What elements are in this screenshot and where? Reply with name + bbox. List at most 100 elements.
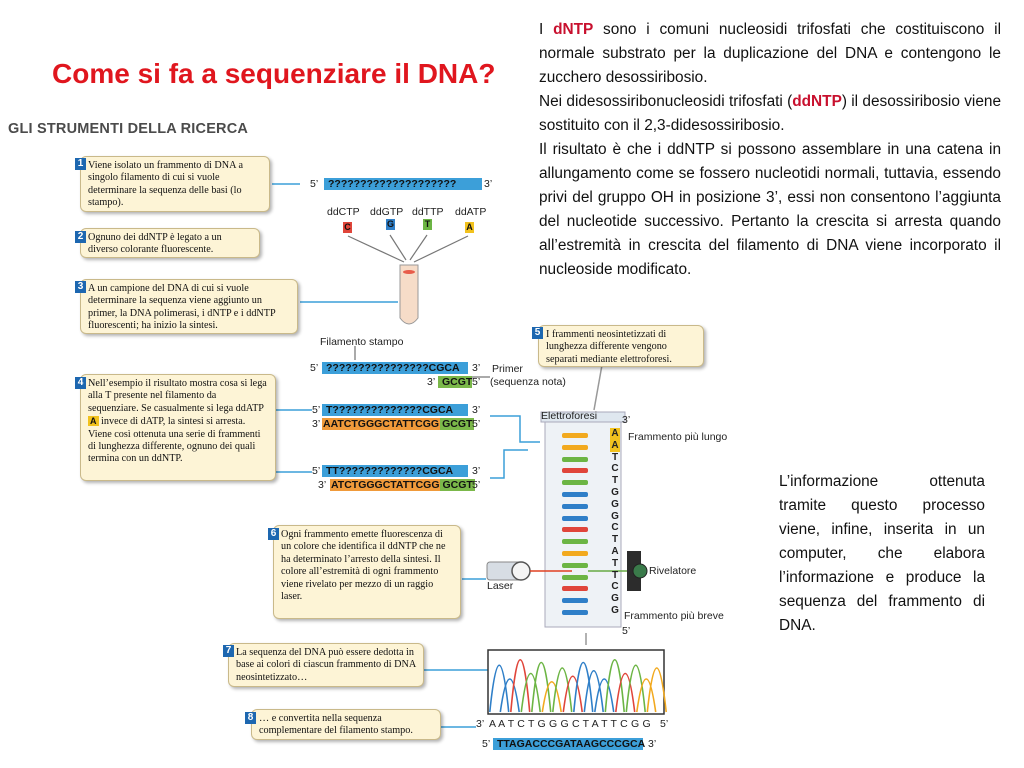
stampo-strand: ????????????????CGCA bbox=[322, 362, 468, 374]
chromatogram-peak bbox=[531, 661, 552, 713]
gel-base-letter: G bbox=[611, 604, 619, 616]
paragraph-dntp: I dNTP sono i comuni nucleosidi trifosfa… bbox=[539, 18, 1001, 90]
chromatogram-peak bbox=[625, 664, 646, 713]
gel-base-letter: T bbox=[611, 569, 619, 581]
gel-base-letter: T bbox=[611, 534, 619, 546]
three-prime-label: 3’ bbox=[472, 404, 481, 416]
gel-band bbox=[562, 539, 588, 545]
gel-band bbox=[562, 480, 588, 486]
step-3-box: A un campione del DNA di cui si vuole de… bbox=[80, 279, 298, 334]
gel-band bbox=[562, 574, 588, 580]
known-bases: CGCA bbox=[422, 465, 454, 477]
term-ddntp: ddNTP bbox=[792, 93, 842, 110]
tube-sample bbox=[403, 270, 415, 274]
chromatogram-peak bbox=[583, 670, 604, 713]
chromatogram-peaks bbox=[489, 659, 667, 713]
chromatogram-peak bbox=[520, 673, 541, 713]
step-6-text: Ogni frammento emette fluorescenza di un… bbox=[281, 529, 446, 603]
five-prime-label: 5’ bbox=[482, 738, 491, 750]
connector-line bbox=[490, 415, 540, 443]
unknown-bases: ???????????????? bbox=[326, 362, 429, 374]
term-dntp: dNTP bbox=[553, 21, 594, 38]
chromatogram-peak bbox=[562, 675, 583, 713]
gel-base-letter: A bbox=[610, 439, 620, 452]
gel-band bbox=[562, 433, 588, 438]
five-prime-label: 5’ bbox=[472, 418, 481, 430]
chromatogram-peak bbox=[489, 664, 510, 713]
three-prime-label: 3’ bbox=[312, 418, 321, 430]
ddttp-label: ddTTP bbox=[412, 206, 444, 218]
arrow-line bbox=[413, 235, 469, 263]
connector-line bbox=[490, 449, 528, 479]
step-8-text: … e convertita nella sequenza complement… bbox=[259, 713, 413, 737]
three-prime-label: 3’ bbox=[472, 362, 481, 374]
gel-band bbox=[562, 586, 588, 592]
ddttp-badge: T bbox=[423, 219, 432, 230]
ddgtp-label: ddGTP bbox=[370, 206, 404, 218]
five-prime-label: 5’ bbox=[472, 376, 481, 388]
gel-base-letter: G bbox=[611, 510, 619, 522]
gel-band bbox=[562, 551, 588, 556]
rivelatore-label: Rivelatore bbox=[649, 565, 697, 577]
ddctp-label: ddCTP bbox=[327, 206, 360, 218]
gel-band bbox=[562, 562, 588, 568]
step-5-box: I frammenti neosintetizzati di lunghezza… bbox=[538, 325, 704, 367]
step-4-box: Nell’esempio il risultato mostra cosa si… bbox=[80, 374, 276, 481]
detector-lens bbox=[632, 563, 648, 579]
right-text: I dNTP sono i comuni nucleosidi trifosfa… bbox=[539, 18, 1001, 282]
step-4-text-b: invece di dATP, la sintesi si arresta. V… bbox=[88, 416, 261, 465]
three-prime-label: 3’ bbox=[427, 376, 436, 388]
laser-lens bbox=[511, 561, 531, 581]
arrow-line bbox=[347, 235, 405, 263]
ddctp-badge: C bbox=[343, 222, 352, 233]
primer-bases: GCGT bbox=[440, 418, 475, 430]
unknown-bases: TT????????????? bbox=[326, 465, 423, 477]
gel-band bbox=[562, 598, 588, 604]
three-prime-label: 3’ bbox=[648, 738, 657, 750]
step-5-text: I frammenti neosintetizzati di lunghezza… bbox=[546, 329, 672, 365]
five-prime-label: 5’ bbox=[310, 362, 319, 374]
template-strand: ???????????????????? bbox=[324, 178, 482, 190]
known-bases: CGCA bbox=[428, 362, 460, 374]
chromatogram-peak bbox=[510, 659, 531, 713]
paragraph-ddntp: Nei didesossiribonucleosidi trifosfati (… bbox=[539, 90, 1001, 138]
arrow-line bbox=[389, 234, 407, 261]
step-3-number: 3 bbox=[75, 281, 86, 293]
three-prime-label: 3’ bbox=[318, 479, 327, 491]
gel-base-letter: C bbox=[611, 581, 619, 593]
laser-label: Laser bbox=[487, 580, 514, 592]
fragment-2-template: TT?????????????CGCA bbox=[322, 465, 468, 477]
frammento-lungo-label: Frammento più lungo bbox=[628, 431, 728, 443]
chromatogram-peak bbox=[573, 661, 594, 713]
step-6-box: Ogni frammento emette fluorescenza di un… bbox=[273, 525, 461, 619]
paragraph-result: Il risultato è che i ddNTP si possono as… bbox=[539, 141, 1001, 278]
ddatp-label: ddATP bbox=[455, 206, 487, 218]
step-2-number: 2 bbox=[75, 231, 86, 243]
chromatogram-peak bbox=[499, 678, 520, 713]
step-8-box: … e convertita nella sequenza complement… bbox=[251, 709, 441, 740]
chromatogram-peak bbox=[552, 667, 573, 713]
chromatogram-peak bbox=[636, 678, 657, 713]
step-1-text: Viene isolato un frammento di DNA a sing… bbox=[88, 160, 243, 209]
gel-band bbox=[562, 527, 588, 533]
gel-band bbox=[562, 444, 588, 450]
arrow-line bbox=[409, 234, 428, 261]
chromatogram-peak bbox=[646, 667, 667, 713]
gel-base-letter: T bbox=[611, 451, 619, 463]
chromatogram-peak bbox=[615, 673, 636, 713]
three-prime-label: 3’ bbox=[476, 718, 485, 730]
frammento-breve-label: Frammento più breve bbox=[624, 610, 724, 622]
three-prime-label: 3’ bbox=[472, 465, 481, 477]
read-sequence: A A T C T G G G C T A T T C G G bbox=[489, 718, 651, 730]
gel-band bbox=[562, 610, 588, 615]
sequenza-nota-label: (sequenza nota) bbox=[490, 376, 566, 388]
gel-band bbox=[562, 468, 588, 474]
step-7-box: La sequenza del DNA può essere dedotta i… bbox=[228, 643, 424, 687]
step-2-text: Ognuno dei ddNTP è legato a un diverso c… bbox=[88, 232, 222, 256]
chromatogram-peak bbox=[594, 678, 615, 713]
filamento-stampo-label: Filamento stampo bbox=[320, 336, 404, 348]
primer-label: Primer bbox=[492, 363, 523, 375]
step-4-number: 4 bbox=[75, 377, 86, 389]
chromatogram-peak bbox=[604, 659, 625, 713]
